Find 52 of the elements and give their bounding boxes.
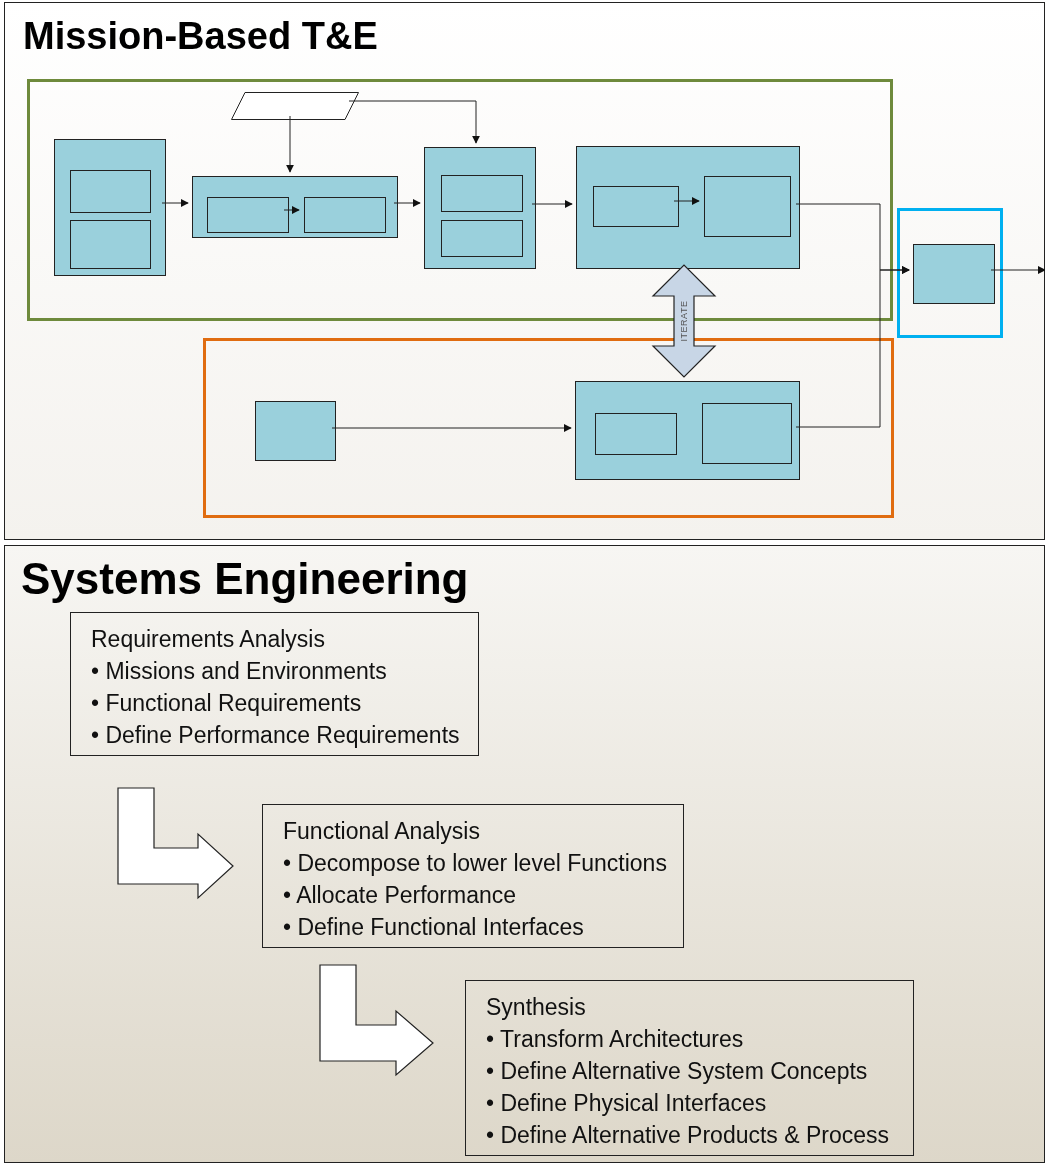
process-group xyxy=(54,139,166,276)
arrow xyxy=(531,200,573,208)
group-frame xyxy=(897,208,1003,338)
arrow xyxy=(795,266,910,428)
arrow xyxy=(990,266,1045,274)
block-arrow xyxy=(117,787,234,900)
panel xyxy=(4,545,1045,1163)
process-box xyxy=(70,220,151,269)
edge-label: ITERATE xyxy=(678,300,689,342)
text-box xyxy=(70,612,479,756)
bullet-item: • Allocate Performance xyxy=(283,881,518,910)
panel-title: Mission-Based T&E xyxy=(23,15,378,58)
bullet-item: • Define Physical Interfaces xyxy=(486,1089,768,1118)
process-box xyxy=(70,170,151,213)
process-box xyxy=(702,403,792,464)
box-heading: Synthesis xyxy=(486,993,587,1022)
arrow xyxy=(161,199,189,207)
process-box xyxy=(595,413,677,455)
bullet-item: • Define Alternative Products & Process xyxy=(486,1121,890,1150)
process-box xyxy=(704,176,791,237)
process-box xyxy=(304,197,386,233)
process-group xyxy=(576,146,800,269)
process-box xyxy=(441,220,523,257)
parallelogram-shape xyxy=(231,92,359,120)
text-box xyxy=(465,980,915,1156)
process-box xyxy=(593,186,679,227)
arrow xyxy=(286,115,294,173)
process-box xyxy=(441,175,523,212)
bullet-item: • Define Functional Interfaces xyxy=(283,913,585,942)
process-box xyxy=(255,401,336,461)
arrow xyxy=(348,100,480,144)
process-group xyxy=(192,176,398,238)
process-group xyxy=(575,381,800,480)
process-box xyxy=(207,197,289,233)
bullet-item: • Missions and Environments xyxy=(91,657,388,686)
process-box xyxy=(913,244,995,304)
panel-title: Systems Engineering xyxy=(21,554,469,604)
text-box xyxy=(262,804,684,948)
process-group xyxy=(424,147,536,269)
box-heading: Requirements Analysis xyxy=(91,625,326,654)
bullet-item: • Define Performance Requirements xyxy=(91,721,460,750)
bullet-item: • Define Alternative System Concepts xyxy=(486,1057,869,1086)
bullet-item: • Functional Requirements xyxy=(91,689,363,718)
bullet-item: • Decompose to lower level Functions xyxy=(283,849,667,878)
arrow xyxy=(331,424,572,432)
arrow xyxy=(283,206,300,214)
box-heading: Functional Analysis xyxy=(283,817,481,846)
block-arrow xyxy=(319,964,434,1077)
panel xyxy=(4,2,1045,540)
bullet-item: • Transform Architectures xyxy=(486,1025,745,1054)
arrow xyxy=(673,197,700,205)
arrow xyxy=(393,199,421,207)
